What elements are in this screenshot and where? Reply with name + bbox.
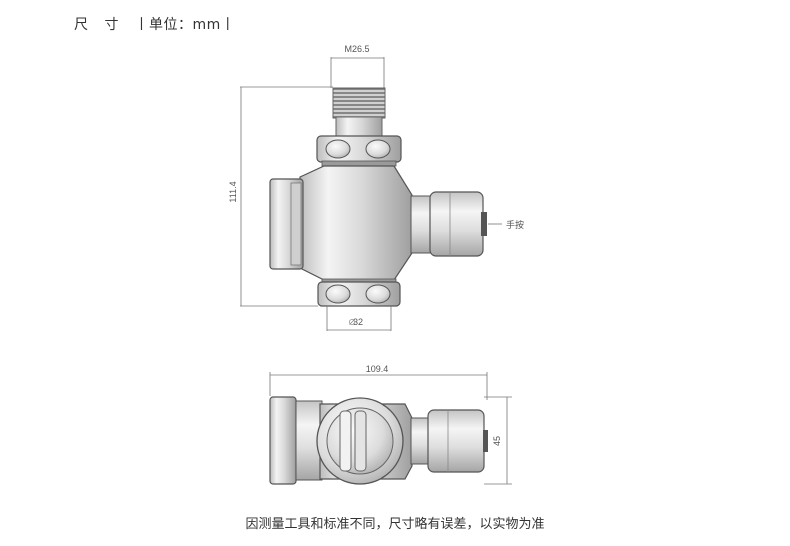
- height-label: 111.4: [228, 181, 238, 202]
- bottom-nut-bolt-left: [325, 284, 351, 304]
- top-neck: [335, 116, 383, 138]
- top-view-slot-right: [354, 410, 367, 472]
- right-cap: [429, 191, 484, 257]
- diameter-dimension: 32: [326, 306, 392, 331]
- manual-label: 手按: [506, 219, 524, 230]
- top-view-left-inlet: [269, 396, 297, 485]
- diameter-label: 32: [353, 317, 363, 327]
- top-view-right-neck: [410, 417, 430, 465]
- depth-label: 45: [492, 436, 502, 446]
- depth-dimension: 45: [484, 396, 512, 485]
- top-view-right-cap: [427, 409, 485, 473]
- width-dimension: 109.4: [269, 364, 488, 400]
- top-view-push-button: [483, 430, 488, 452]
- threaded-top: [332, 87, 386, 119]
- right-neck: [410, 195, 432, 254]
- thread-dimension: M26.5: [330, 44, 385, 88]
- top-washer: [321, 160, 397, 167]
- measurement-disclaimer: 因测量工具和标准不同，尺寸略有误差，以实物为准: [245, 517, 545, 532]
- header-unit: 丨单位：mm丨: [134, 17, 236, 33]
- top-view-slot-left: [339, 410, 352, 472]
- thread-label: M26.5: [344, 44, 369, 54]
- dimension-header: 尺 寸丨单位：mm丨: [74, 14, 235, 34]
- width-label: 109.4: [366, 364, 389, 374]
- left-inlet-ring: [290, 182, 302, 266]
- top-view: 109.4 45: [269, 364, 512, 485]
- push-button: [481, 212, 487, 236]
- header-title: 尺 寸: [74, 17, 125, 33]
- bottom-nut-bolt-right: [365, 284, 391, 304]
- valve-body: [299, 165, 413, 281]
- front-view: M26.5 手按 111.4: [228, 44, 524, 331]
- height-dimension: 111.4: [228, 86, 333, 307]
- top-nut-bolt-right: [365, 139, 391, 159]
- top-nut-bolt-left: [325, 139, 351, 159]
